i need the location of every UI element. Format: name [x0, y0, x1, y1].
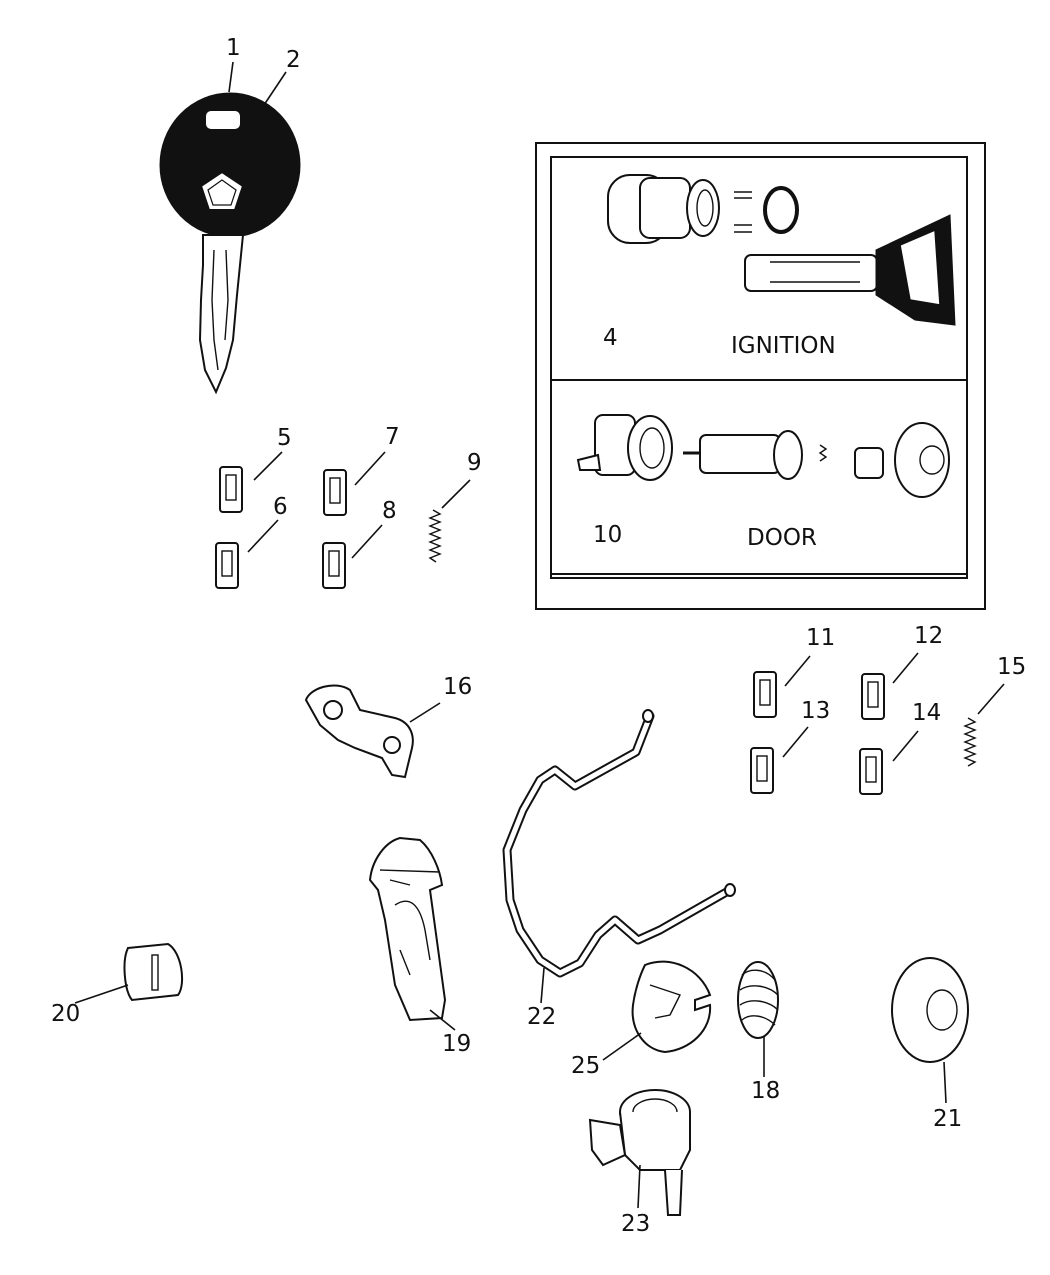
- callout-8: 8: [382, 498, 397, 524]
- housing-part-23: [588, 1089, 691, 1216]
- door-cylinder-assembly: [576, 414, 950, 498]
- spring-part-9: [428, 509, 442, 563]
- callout-numbers: 1 2 4 5 6 7 8 9 10 11 12 13 14 15 16 18 …: [51, 35, 1026, 1237]
- callout-4: 4: [603, 325, 618, 351]
- callout-16: 16: [443, 674, 472, 700]
- link-rod-part-22: [502, 709, 736, 978]
- callout-14: 14: [912, 700, 941, 726]
- callout-9: 9: [467, 450, 482, 476]
- callout-2: 2: [286, 47, 301, 73]
- retainer-clip-part-25: [631, 960, 712, 1054]
- callout-1: 1: [226, 35, 241, 61]
- clip-part-19: [368, 836, 447, 1022]
- cap-part-20: [123, 942, 184, 1002]
- callout-21: 21: [933, 1106, 962, 1132]
- key-part: [159, 92, 301, 395]
- callout-23: 23: [621, 1211, 650, 1237]
- callout-12: 12: [914, 623, 943, 649]
- callout-20: 20: [51, 1001, 80, 1027]
- callout-11: 11: [806, 625, 835, 651]
- callout-5: 5: [277, 425, 292, 451]
- ignition-label: IGNITION: [731, 333, 836, 359]
- ignition-cylinder-assembly: [607, 174, 956, 326]
- callout-22: 22: [527, 1004, 556, 1030]
- leader-lines: [74, 61, 1005, 1209]
- tumbler-set-right: [750, 671, 885, 795]
- lever-part-16: [304, 684, 414, 779]
- door-label: DOOR: [747, 525, 817, 551]
- callout-15: 15: [997, 654, 1026, 680]
- bezel-part-21: [891, 957, 969, 1063]
- coil-spring-part-18: [737, 961, 779, 1039]
- callout-10: 10: [593, 522, 622, 548]
- callout-13: 13: [801, 698, 830, 724]
- spring-part-15: [963, 717, 977, 767]
- callout-7: 7: [385, 424, 400, 450]
- callout-25: 25: [571, 1053, 600, 1079]
- callout-18: 18: [751, 1078, 780, 1104]
- callout-19: 19: [442, 1031, 471, 1057]
- tumbler-set-left: [215, 466, 347, 589]
- lock-kit-box: [535, 142, 986, 610]
- callout-6: 6: [273, 494, 288, 520]
